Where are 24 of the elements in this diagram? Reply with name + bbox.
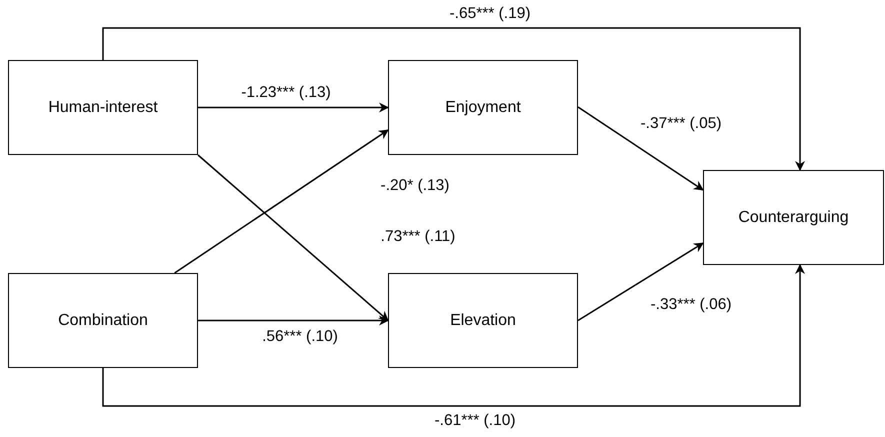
node-label: Human-interest [48, 98, 158, 116]
arrow [102, 27, 806, 171]
variable-box [388, 273, 578, 368]
arrow [198, 154, 389, 322]
arrow [198, 102, 389, 112]
variable-box [388, 60, 578, 155]
node-label: Combination [58, 312, 148, 330]
arrow [578, 242, 704, 322]
variable-box [8, 60, 198, 155]
arrow [198, 316, 389, 326]
variable-box [8, 273, 198, 368]
node-label: Counterarguing [738, 208, 849, 226]
edge-label: -.20* (.13) [378, 177, 452, 195]
edge-label: -.61*** (.10) [432, 412, 518, 430]
variable-box [703, 170, 884, 265]
edge-label: -.37*** (.05) [638, 115, 724, 133]
node-label: Enjoyment [445, 98, 521, 116]
arrow [102, 264, 806, 407]
edge-label: -.65*** (.19) [448, 5, 532, 23]
edge-label: -1.23*** (.13) [239, 84, 333, 102]
edge-label: -.33*** (.06) [648, 296, 734, 314]
node-label: Elevation [450, 312, 516, 330]
arrow [174, 129, 389, 274]
arrow [578, 106, 704, 191]
